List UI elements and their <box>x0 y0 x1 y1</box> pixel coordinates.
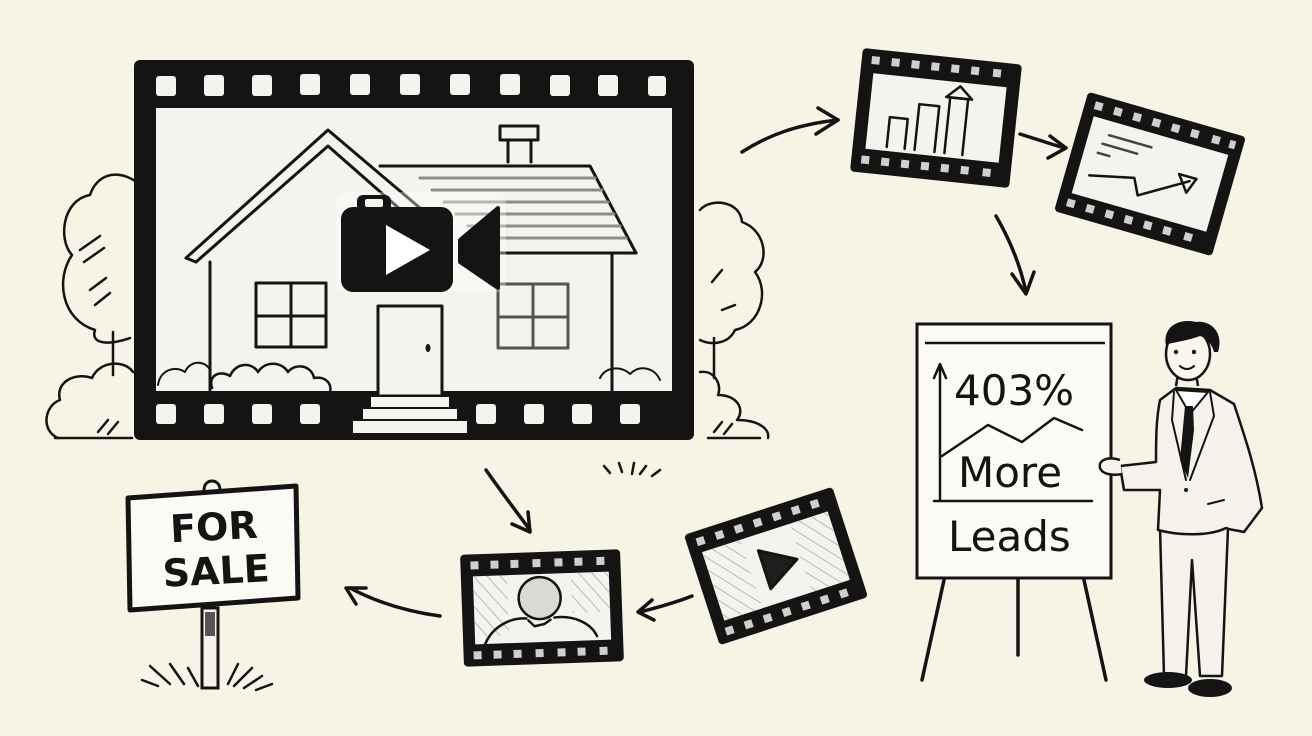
person-frame <box>460 549 624 667</box>
easel-line-leads: Leads <box>948 512 1071 561</box>
sign-line-for: FOR <box>168 502 259 552</box>
trend-frame <box>1055 92 1245 256</box>
play-icon <box>756 549 799 591</box>
arrow-play-to-person-icon <box>636 594 694 622</box>
for-sale-sign-text: FOR SALE <box>138 501 292 597</box>
house-icon <box>157 124 661 435</box>
trend-up-icon <box>1088 133 1198 197</box>
bar-chart-frame <box>850 48 1022 188</box>
sparkle-icon <box>602 461 662 478</box>
video-camera-play-icon <box>336 192 506 292</box>
bar-chart-icon <box>885 85 974 157</box>
sign-line-sale: SALE <box>161 546 271 596</box>
easel <box>915 322 1113 682</box>
easel-chart-icon <box>932 362 1094 503</box>
easel-line-more: More <box>958 448 1063 497</box>
arrow-to-easel-icon <box>994 214 1036 296</box>
arrow-to-bar-chart-icon <box>740 106 840 154</box>
arrow-to-sign-icon <box>344 586 442 618</box>
flow-arrows <box>344 106 1068 622</box>
main-video-frame <box>134 60 694 440</box>
presenter-icon <box>1098 321 1264 697</box>
person-avatar-icon <box>483 575 599 646</box>
arrow-to-trend-icon <box>1018 132 1068 160</box>
easel-stat: 403% <box>954 366 1075 415</box>
for-sale-sign <box>125 479 301 692</box>
play-frame <box>684 487 868 645</box>
arrow-to-person-frame-icon <box>484 468 532 534</box>
